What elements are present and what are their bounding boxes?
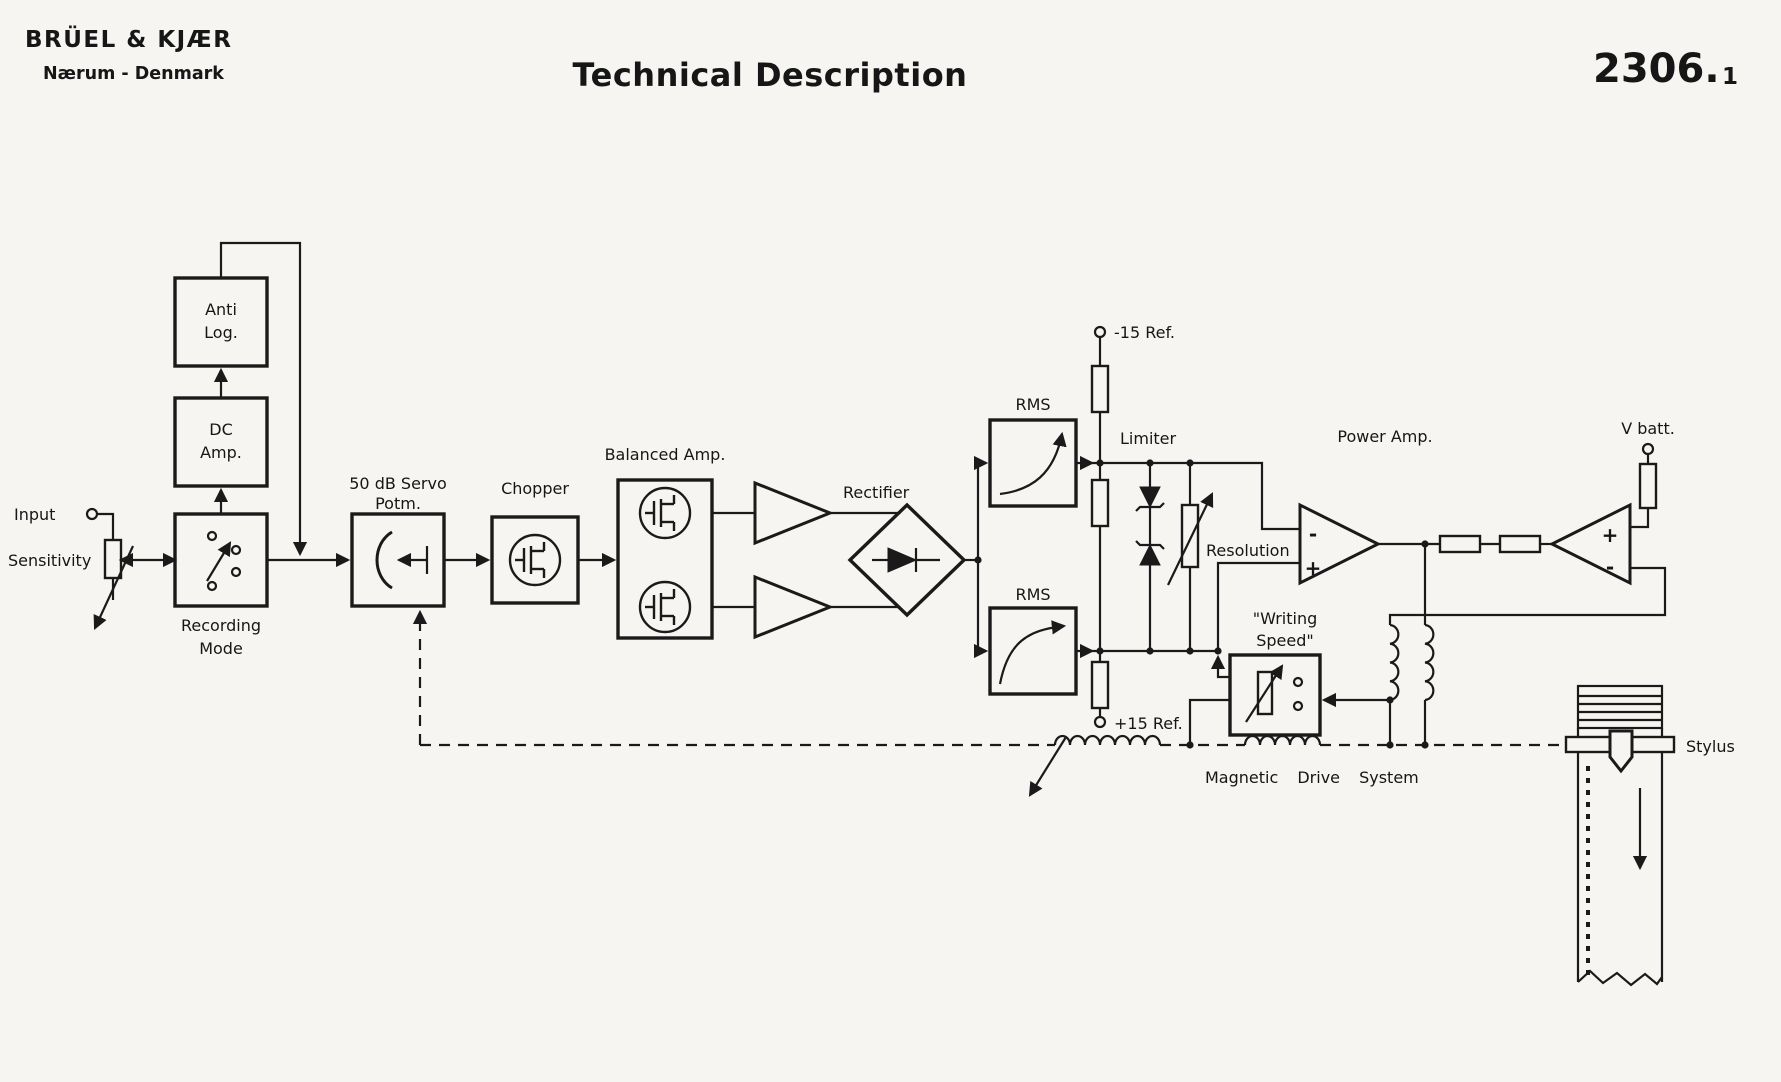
- stylus-pen-icon: [1608, 729, 1634, 774]
- writing-speed-from-drive: [1188, 698, 1230, 745]
- writing-speed-box: [1228, 653, 1322, 737]
- neg15-label: -15 Ref.: [1114, 323, 1175, 342]
- motion-arrow: [1028, 736, 1067, 797]
- limiter-label: Limiter: [1120, 429, 1177, 448]
- writing-speed-label-1: "Writing: [1253, 609, 1318, 628]
- v-batt-lead2: [1630, 508, 1650, 529]
- anti-log-block: Anti Log.: [173, 241, 308, 557]
- stylus-assembly: Stylus: [1564, 684, 1735, 987]
- page-title: Technical Description: [573, 56, 968, 94]
- coil-right-icon: [1424, 623, 1435, 702]
- feedback-amp-minus: -: [1606, 555, 1614, 579]
- power-amp-minus: -: [1309, 522, 1317, 546]
- input-label: Input: [14, 505, 55, 524]
- brand-location: Nærum - Denmark: [43, 64, 224, 84]
- dc-amp-label-1: DC: [209, 420, 233, 439]
- pos15-label: +15 Ref.: [1114, 714, 1183, 733]
- anti-log-label-1: Anti: [205, 300, 237, 319]
- writing-speed-block: "Writing Speed": [1188, 609, 1390, 745]
- dc-amp-block: DC Amp.: [173, 396, 269, 514]
- resolution-pot: [1180, 503, 1200, 569]
- chopper-block: Chopper: [444, 479, 580, 605]
- drive-coils: [1388, 623, 1435, 745]
- rms-bottom-label: RMS: [1015, 585, 1050, 604]
- resolution-chain: Resolution: [1167, 463, 1290, 651]
- anti-log-label-2: Log.: [204, 323, 238, 342]
- input-terminal: [85, 507, 99, 521]
- coil-left-icon: [1389, 623, 1400, 702]
- magnetic-drive-label: Magnetic Drive System: [1205, 768, 1419, 787]
- balanced-amp-box: [616, 478, 714, 640]
- dc-amp-label-2: Amp.: [200, 443, 242, 462]
- chopper-label: Chopper: [501, 479, 569, 498]
- brand-name: BRÜEL & KJÆR: [25, 25, 232, 53]
- series-resistor-2: [1498, 534, 1542, 554]
- header: BRÜEL & KJÆR Nærum - Denmark Technical D…: [25, 25, 1738, 94]
- paper-roll: [1576, 684, 1664, 730]
- sensitivity-label: Sensitivity: [8, 551, 91, 570]
- resolution-adjust-arrow: [1167, 492, 1214, 586]
- zener-top-icon: [1139, 486, 1161, 509]
- writing-speed-pot-icon: [1245, 664, 1304, 723]
- balanced-amp-label: Balanced Amp.: [605, 445, 726, 464]
- servo-potm-label-2: Potm.: [375, 494, 421, 513]
- servo-potm-label-1: 50 dB Servo: [349, 474, 447, 493]
- recording-mode-label-1: Recording: [181, 616, 261, 635]
- stylus-label: Stylus: [1686, 737, 1735, 756]
- rms-top-label: RMS: [1015, 395, 1050, 414]
- amp-triangle-top: [753, 480, 835, 546]
- series-resistor-1: [1438, 534, 1482, 554]
- magnetic-drive-system: Magnetic Drive System: [1028, 734, 1419, 797]
- torn-edge: [1577, 969, 1663, 987]
- neg15-terminal: [1093, 325, 1107, 339]
- v-batt-label: V batt.: [1621, 419, 1675, 438]
- v-batt-terminal: [1641, 442, 1655, 456]
- feedback-amp-plus: +: [1602, 523, 1619, 547]
- rms-bottom-curve-icon: [998, 620, 1067, 685]
- balanced-amp-block: Balanced Amp.: [578, 445, 835, 640]
- limiter-chain: Limiter: [1120, 429, 1177, 651]
- servo-pot-icon: [375, 530, 429, 590]
- writing-speed-to-rail: [1210, 654, 1230, 679]
- reference-chain: -15 Ref. +15 Ref.: [1090, 323, 1183, 733]
- pos15-terminal: [1093, 715, 1107, 729]
- neg15-resistor: [1090, 364, 1110, 414]
- power-amp-plus: +: [1305, 556, 1322, 580]
- feedback-amp-block: + - V batt.: [1388, 419, 1675, 625]
- input-lead: [97, 512, 115, 540]
- top-rail: [1076, 461, 1300, 531]
- velocity-feedback-line: [1388, 566, 1667, 625]
- mid-resistor: [1090, 478, 1110, 528]
- power-amp-label: Power Amp.: [1337, 427, 1432, 446]
- rms-top-curve-icon: [999, 431, 1067, 496]
- resolution-label: Resolution: [1206, 541, 1290, 560]
- writing-speed-label-2: Speed": [1256, 631, 1314, 650]
- sensitivity-pot: [103, 538, 123, 580]
- power-amp-triangle: [1298, 502, 1382, 586]
- junction-dots: [974, 459, 1429, 749]
- feedback-amp-triangle: [1548, 502, 1632, 586]
- model-suffix: 1: [1722, 64, 1738, 90]
- pos15-resistor: [1090, 660, 1110, 710]
- recording-mode-label-2: Mode: [199, 639, 243, 658]
- diode-icon: [872, 547, 940, 573]
- drive-coil-group-left-icon: [1053, 734, 1162, 746]
- anti-log-output-route: [219, 241, 308, 557]
- drive-coil-group-right-icon: [1243, 734, 1322, 746]
- v-batt-resistor: [1638, 462, 1658, 510]
- amp-triangle-bottom: [753, 574, 835, 640]
- input-section: Input Sensitivity: [8, 505, 178, 630]
- mechanical-linkage: [412, 609, 1566, 747]
- rectifier-label: Rectifier: [843, 483, 910, 502]
- output-network: [1378, 534, 1552, 625]
- model-number: 2306.: [1593, 46, 1720, 92]
- mode-switch-icon: [206, 530, 242, 592]
- power-amp-block: - + Power Amp.: [1298, 427, 1433, 586]
